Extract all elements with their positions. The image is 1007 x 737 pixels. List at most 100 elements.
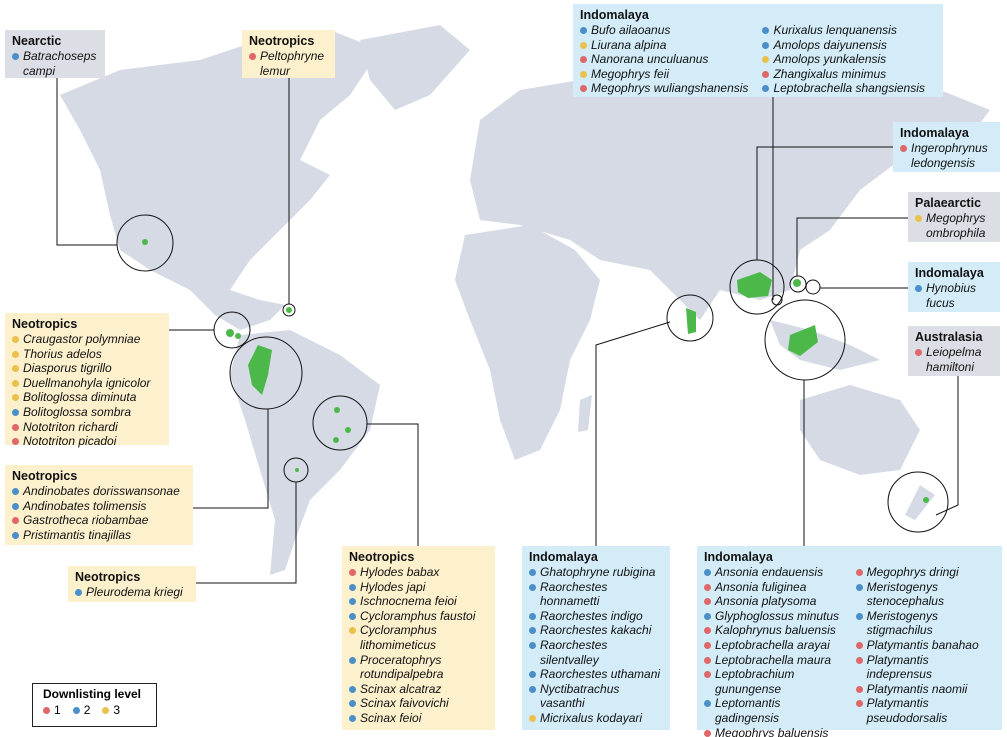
level-2-dot-icon <box>529 583 536 591</box>
level-3-dot-icon <box>12 379 19 387</box>
species-item: Thorius adelos <box>12 347 150 362</box>
species-name: Craugastor polymniae <box>23 332 141 346</box>
species-name: Amolops daiyunensis <box>773 37 887 52</box>
region-title: Neotropics <box>349 550 415 564</box>
range-mark <box>286 307 292 313</box>
species-name: Thorius adelos <box>23 346 102 361</box>
level-2-dot-icon <box>529 685 536 693</box>
species-item: Platymantis banahao <box>855 637 996 653</box>
greenland <box>360 25 470 110</box>
species-item: Andinobates dorisswansonae <box>12 484 180 499</box>
species-name: Leptobrachella arayai <box>715 637 830 652</box>
species-item: Ansonia platysoma <box>704 594 842 609</box>
species-name: Nototriton richardi <box>23 419 118 434</box>
species-name: Ansonia platysoma <box>715 594 817 609</box>
species-name: Ghatophryne rubigina <box>540 565 656 579</box>
level-1-dot-icon <box>704 598 711 606</box>
level-1-dot-icon <box>349 569 356 576</box>
range-mark <box>142 239 148 245</box>
legend-title: Downlisting level <box>43 687 142 701</box>
legend-label: 1 <box>54 703 61 717</box>
level-1-dot-icon <box>855 569 863 576</box>
species-item: Raorchestes kakachi <box>529 623 664 638</box>
legend-item-1: 1 <box>43 703 61 717</box>
species-item: Bolitoglossa diminuta <box>12 390 150 405</box>
range-mark <box>345 427 351 433</box>
region-title: Indomalaya <box>580 8 649 22</box>
species-name: Amolops yunkalensis <box>773 52 887 67</box>
dot-icon <box>102 706 110 714</box>
level-3-dot-icon <box>580 41 587 49</box>
species-name: Ischnocnema feioi <box>360 594 457 609</box>
species-item: Amolops yunkalensis <box>762 52 924 67</box>
species-name: Pristimantis tinajillas <box>23 527 132 542</box>
species-item: Nototriton picadoi <box>12 434 150 449</box>
species-name: Megophrys dringi <box>866 565 959 579</box>
species-item: Liurana alpina <box>580 38 748 53</box>
species-item: Leptobrachella shangsiensis <box>762 81 925 96</box>
species-name: Cycloramphus faustoi <box>360 608 476 623</box>
level-1-dot-icon <box>704 641 711 649</box>
dot-icon <box>43 706 50 714</box>
species-item: Diasporus tigrillo <box>12 361 150 376</box>
species-column: Megophrys ombrophila <box>915 211 994 240</box>
species-item: Cycloramphus lithomimeticus <box>349 623 489 652</box>
species-item: Peltophryne lemur <box>249 49 329 78</box>
species-item: Leiopelma hamiltoni <box>915 345 994 374</box>
dot-icon <box>72 706 80 714</box>
level-3-dot-icon <box>12 350 19 358</box>
level-2-dot-icon <box>12 53 19 60</box>
species-name: Hylodes babax <box>360 565 440 579</box>
species-item: Bufo ailaoanus <box>580 23 748 38</box>
legend-item-3: 3 <box>102 703 120 717</box>
species-item: Bolitoglossa sombra <box>12 405 150 420</box>
level-1-dot-icon <box>915 349 922 356</box>
species-name: Leptobrachella maura <box>715 652 832 667</box>
region-title: Indomalaya <box>704 550 773 564</box>
species-item: Ischnocnema feioi <box>349 594 489 609</box>
region-title: Neotropics <box>75 570 141 584</box>
legend-label: 3 <box>113 703 121 717</box>
range-mark <box>235 333 241 339</box>
species-item: Micrixalus kodayari <box>529 711 664 726</box>
level-2-dot-icon <box>349 685 356 693</box>
north-america <box>60 30 380 330</box>
legend-label: 2 <box>83 703 91 717</box>
range-mark <box>788 325 818 356</box>
species-name: Hynobius fucus <box>926 281 977 310</box>
species-item: Raorchestes uthamani <box>529 667 664 682</box>
species-name: Nanorana unculuanus <box>591 52 709 67</box>
range-mark <box>737 272 772 298</box>
level-3-dot-icon <box>12 394 19 402</box>
species-name: Ingerophrynus ledongensis <box>911 141 988 170</box>
species-item: Ansonia endauensis <box>704 565 842 580</box>
level-1-dot-icon <box>704 627 711 635</box>
species-item: Leptobrachella arayai <box>704 638 842 653</box>
species-name: Scinax alcatraz <box>360 681 442 696</box>
species-name: Glyphoglossus minutus <box>715 608 840 623</box>
species-item: Platymantis naomii <box>855 681 996 697</box>
level-1-dot-icon <box>704 729 711 737</box>
species-column: Pleurodema kriegi <box>75 585 183 600</box>
level-2-dot-icon <box>529 671 536 679</box>
level-1-dot-icon <box>704 656 711 664</box>
species-name: Platymantis naomii <box>866 681 968 696</box>
species-name: Leptomantis gadingensis <box>715 696 781 725</box>
level-1-dot-icon <box>580 56 587 64</box>
level-1-dot-icon <box>12 423 19 431</box>
africa <box>455 225 600 460</box>
species-name: Leiopelma hamiltoni <box>926 345 982 374</box>
species-item: Duellmanohyla ignicolor <box>12 376 150 391</box>
species-name: Platymantis banahao <box>866 637 979 652</box>
level-2-dot-icon <box>855 612 863 620</box>
species-name: Proceratophrys rotundipalpebra <box>360 652 444 682</box>
region-title: Australasia <box>915 330 983 344</box>
